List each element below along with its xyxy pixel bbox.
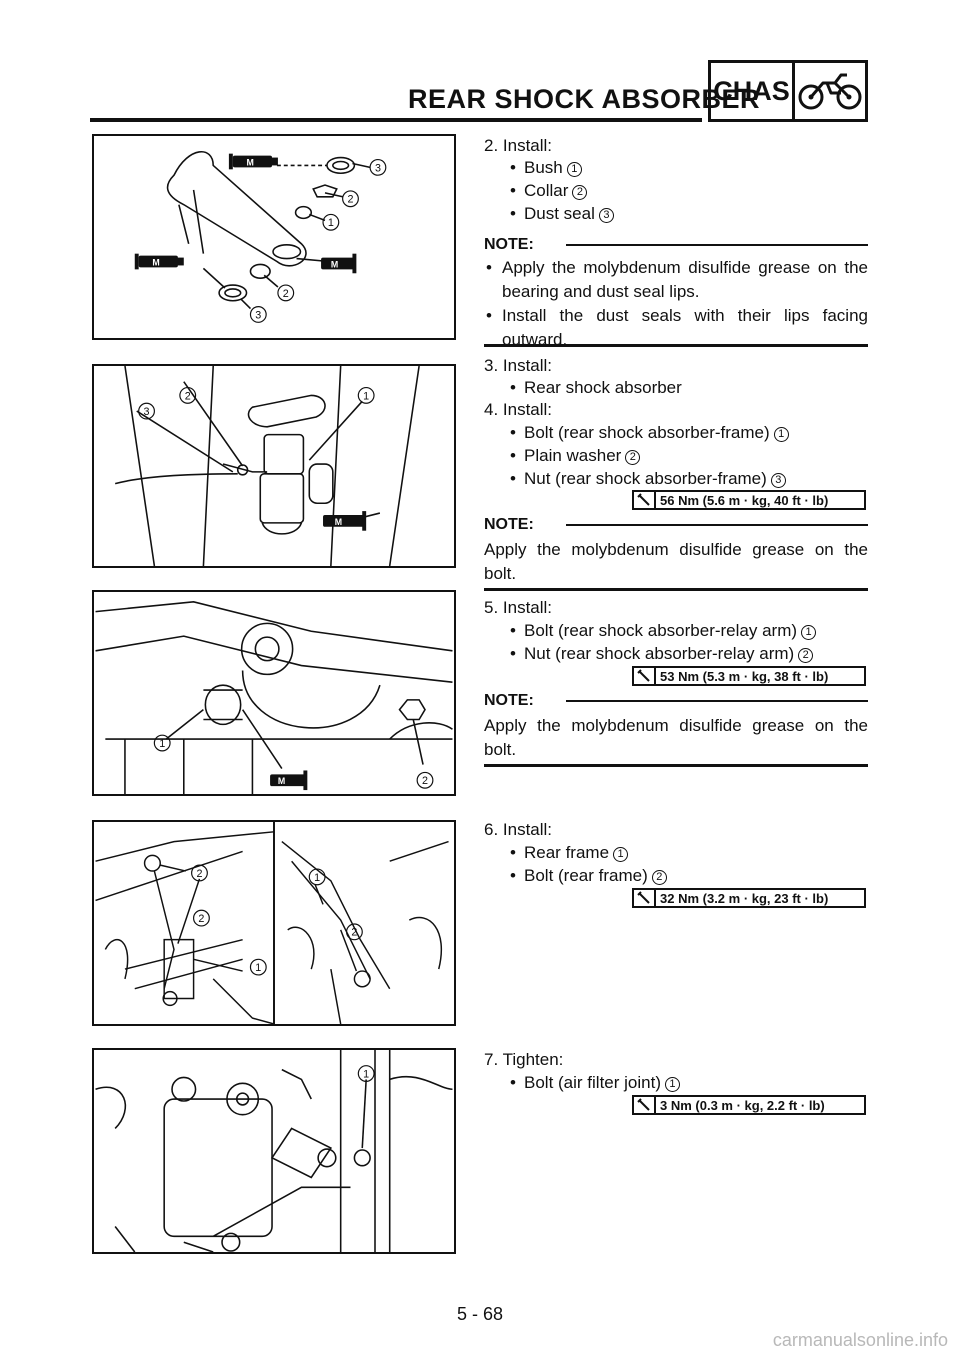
callout-2: 2: [196, 868, 202, 880]
page-title: REAR SHOCK ABSORBER: [408, 84, 761, 114]
motorcycle-icon: [795, 63, 865, 119]
callout-1: 1: [314, 872, 320, 884]
step-item: Nut (rear shock absorber-relay arm)2: [510, 644, 814, 664]
callout-3: 3: [144, 406, 150, 418]
step-5-heading: 5. Install:: [484, 598, 553, 617]
torque-spec: 56 Nm (5.6 m · kg, 40 ft · lb): [632, 490, 866, 510]
grease-mark: M: [331, 259, 338, 269]
step-item: Bolt (air filter joint)1: [510, 1073, 680, 1093]
header-rule: [90, 118, 702, 122]
section-badge: CHAS: [708, 60, 868, 122]
torque-wrench-icon: [634, 668, 656, 684]
note-label: NOTE:: [484, 692, 534, 709]
note-text: Apply the molybdenum disulfide grease on…: [484, 540, 868, 583]
watermark: carmanualsonline.info: [772, 1330, 948, 1350]
grease-mark: M: [247, 157, 254, 167]
callout-3: 3: [255, 309, 261, 321]
callout-3: 3: [375, 162, 381, 174]
callout-2: 2: [347, 194, 353, 206]
callout-2: 2: [422, 775, 428, 787]
note-item: Apply the molybdenum disulfide grease on…: [484, 256, 868, 304]
note-rule: [566, 244, 868, 246]
callout-2: 2: [198, 913, 204, 925]
step-2-heading: 2. Install:: [484, 136, 553, 155]
grease-mark: M: [335, 517, 342, 527]
step-item: Rear shock absorber: [510, 378, 682, 398]
torque-wrench-icon: [634, 890, 656, 906]
figure-bush-collar-seal: M M M 3 2 1 2 3: [92, 134, 456, 340]
callout-1: 1: [363, 1068, 369, 1080]
torque-spec: 32 Nm (3.2 m · kg, 23 ft · lb): [632, 888, 866, 908]
callout-1: 1: [363, 390, 369, 402]
note-label: NOTE:: [484, 236, 534, 253]
grease-mark: M: [152, 257, 159, 267]
step-item: Nut (rear shock absorber-frame)3: [510, 469, 786, 489]
note-label: NOTE:: [484, 516, 534, 533]
torque-spec: 3 Nm (0.3 m · kg, 2.2 ft · lb): [632, 1095, 866, 1115]
callout-2: 2: [185, 390, 191, 402]
step-7-heading: 7. Tighten:: [484, 1050, 564, 1069]
note-end-rule: [484, 588, 868, 591]
figure-air-filter-joint: 1: [92, 1048, 456, 1254]
figure-relay-arm-bolt: M 1 2: [92, 590, 456, 796]
callout-1: 1: [255, 962, 261, 974]
figure-rear-shock-install: M 2 1 3: [92, 364, 456, 568]
note-rule: [566, 700, 868, 702]
callout-1: 1: [328, 217, 334, 229]
step-6-heading: 6. Install:: [484, 820, 553, 839]
note-end-rule: [484, 344, 868, 347]
page-number: 5 - 68: [456, 1304, 504, 1324]
step-3-heading: 3. Install:: [484, 356, 553, 375]
torque-wrench-icon: [634, 492, 656, 508]
callout-2: 2: [351, 927, 357, 939]
note-text: Apply the molybdenum disulfide grease on…: [484, 716, 868, 759]
note-rule: [566, 524, 868, 526]
step-item: Bolt (rear frame)2: [510, 866, 667, 886]
step-4-heading: 4. Install:: [484, 400, 553, 419]
torque-spec: 53 Nm (5.3 m · kg, 38 ft · lb): [632, 666, 866, 686]
section-label: CHAS: [711, 63, 795, 119]
step-item: Bolt (rear shock absorber-frame)1: [510, 423, 789, 443]
callout-2: 2: [283, 288, 289, 300]
note-end-rule: [484, 764, 868, 767]
step-item: Bolt (rear shock absorber-relay arm)1: [510, 621, 817, 641]
grease-mark: M: [278, 776, 285, 786]
callout-1: 1: [159, 738, 165, 750]
torque-wrench-icon: [634, 1097, 656, 1113]
figure-rear-frame: 2 2 1 1 2: [92, 820, 456, 1026]
